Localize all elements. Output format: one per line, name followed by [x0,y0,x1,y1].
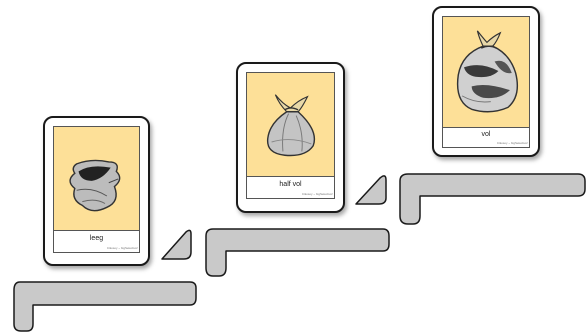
step-3 [400,174,585,224]
card-leeg: leeg Cikosoy ~ bigSelectivo! [43,116,150,266]
step-2 [206,229,389,276]
step-wedge-1 [162,230,191,259]
card-image [53,126,140,231]
card-image [442,16,530,128]
empty-bag-icon [54,127,139,230]
card-credit: Cikosoy ~ bigSelectivo! [497,141,528,145]
step-wedge-2 [356,176,386,204]
card-credit: Cikosoy ~ bigSelectivo! [302,192,333,196]
card-credit: Cikosoy ~ bigSelectivo! [107,246,138,250]
full-bag-icon [443,17,529,127]
card-vol: vol Cikosoy ~ bigSelectivo! [432,6,540,157]
step-1 [14,282,196,331]
card-image [246,72,335,177]
card-half-vol: half vol Cikosoy ~ bigSelectivo! [236,62,345,213]
half-full-bag-icon [247,73,334,176]
